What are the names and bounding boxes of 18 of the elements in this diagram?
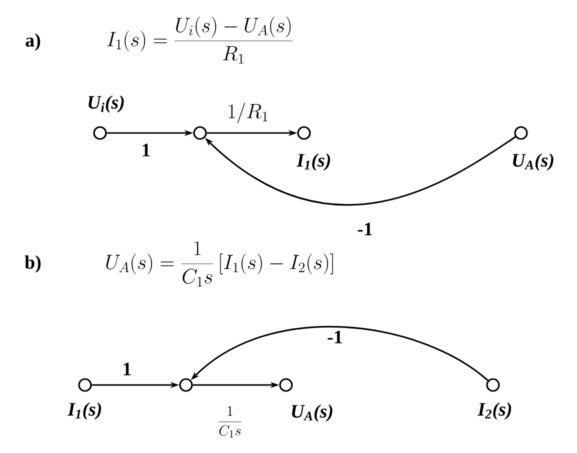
panel-label: b) — [24, 255, 41, 273]
node-label: U$_{A}$(s) — [292, 404, 332, 422]
equation: $I_1(s)=\frac{U_i(s)-U_A(s)}{R_1}$ — [107, 16, 293, 64]
edge-label: 1 — [121, 362, 133, 376]
node-label: I$_{2}$(s) — [478, 402, 512, 420]
node-label: U$_{i}$(s) — [88, 95, 124, 113]
node-circle — [179, 378, 193, 392]
node-label: U$_{A}$(s) — [513, 153, 554, 171]
edge-label: -1 — [326, 330, 344, 344]
node-label: I$_{1}$(s) — [296, 153, 330, 171]
edge-label: $\frac{1}{C_1s}$ — [216, 405, 244, 439]
node-circle — [193, 126, 207, 140]
node-label: I$_{1}$(s) — [68, 402, 102, 420]
edge-label: -1 — [356, 222, 374, 236]
edge-label: $1/R_1$ — [226, 102, 270, 124]
equation: $U_A(s)=\frac{1}{C_1s}\left[I_1(s)-I_2(s)\right]$ — [106, 241, 333, 286]
panel-label: a) — [26, 33, 40, 51]
edge-label: 1 — [140, 142, 152, 158]
